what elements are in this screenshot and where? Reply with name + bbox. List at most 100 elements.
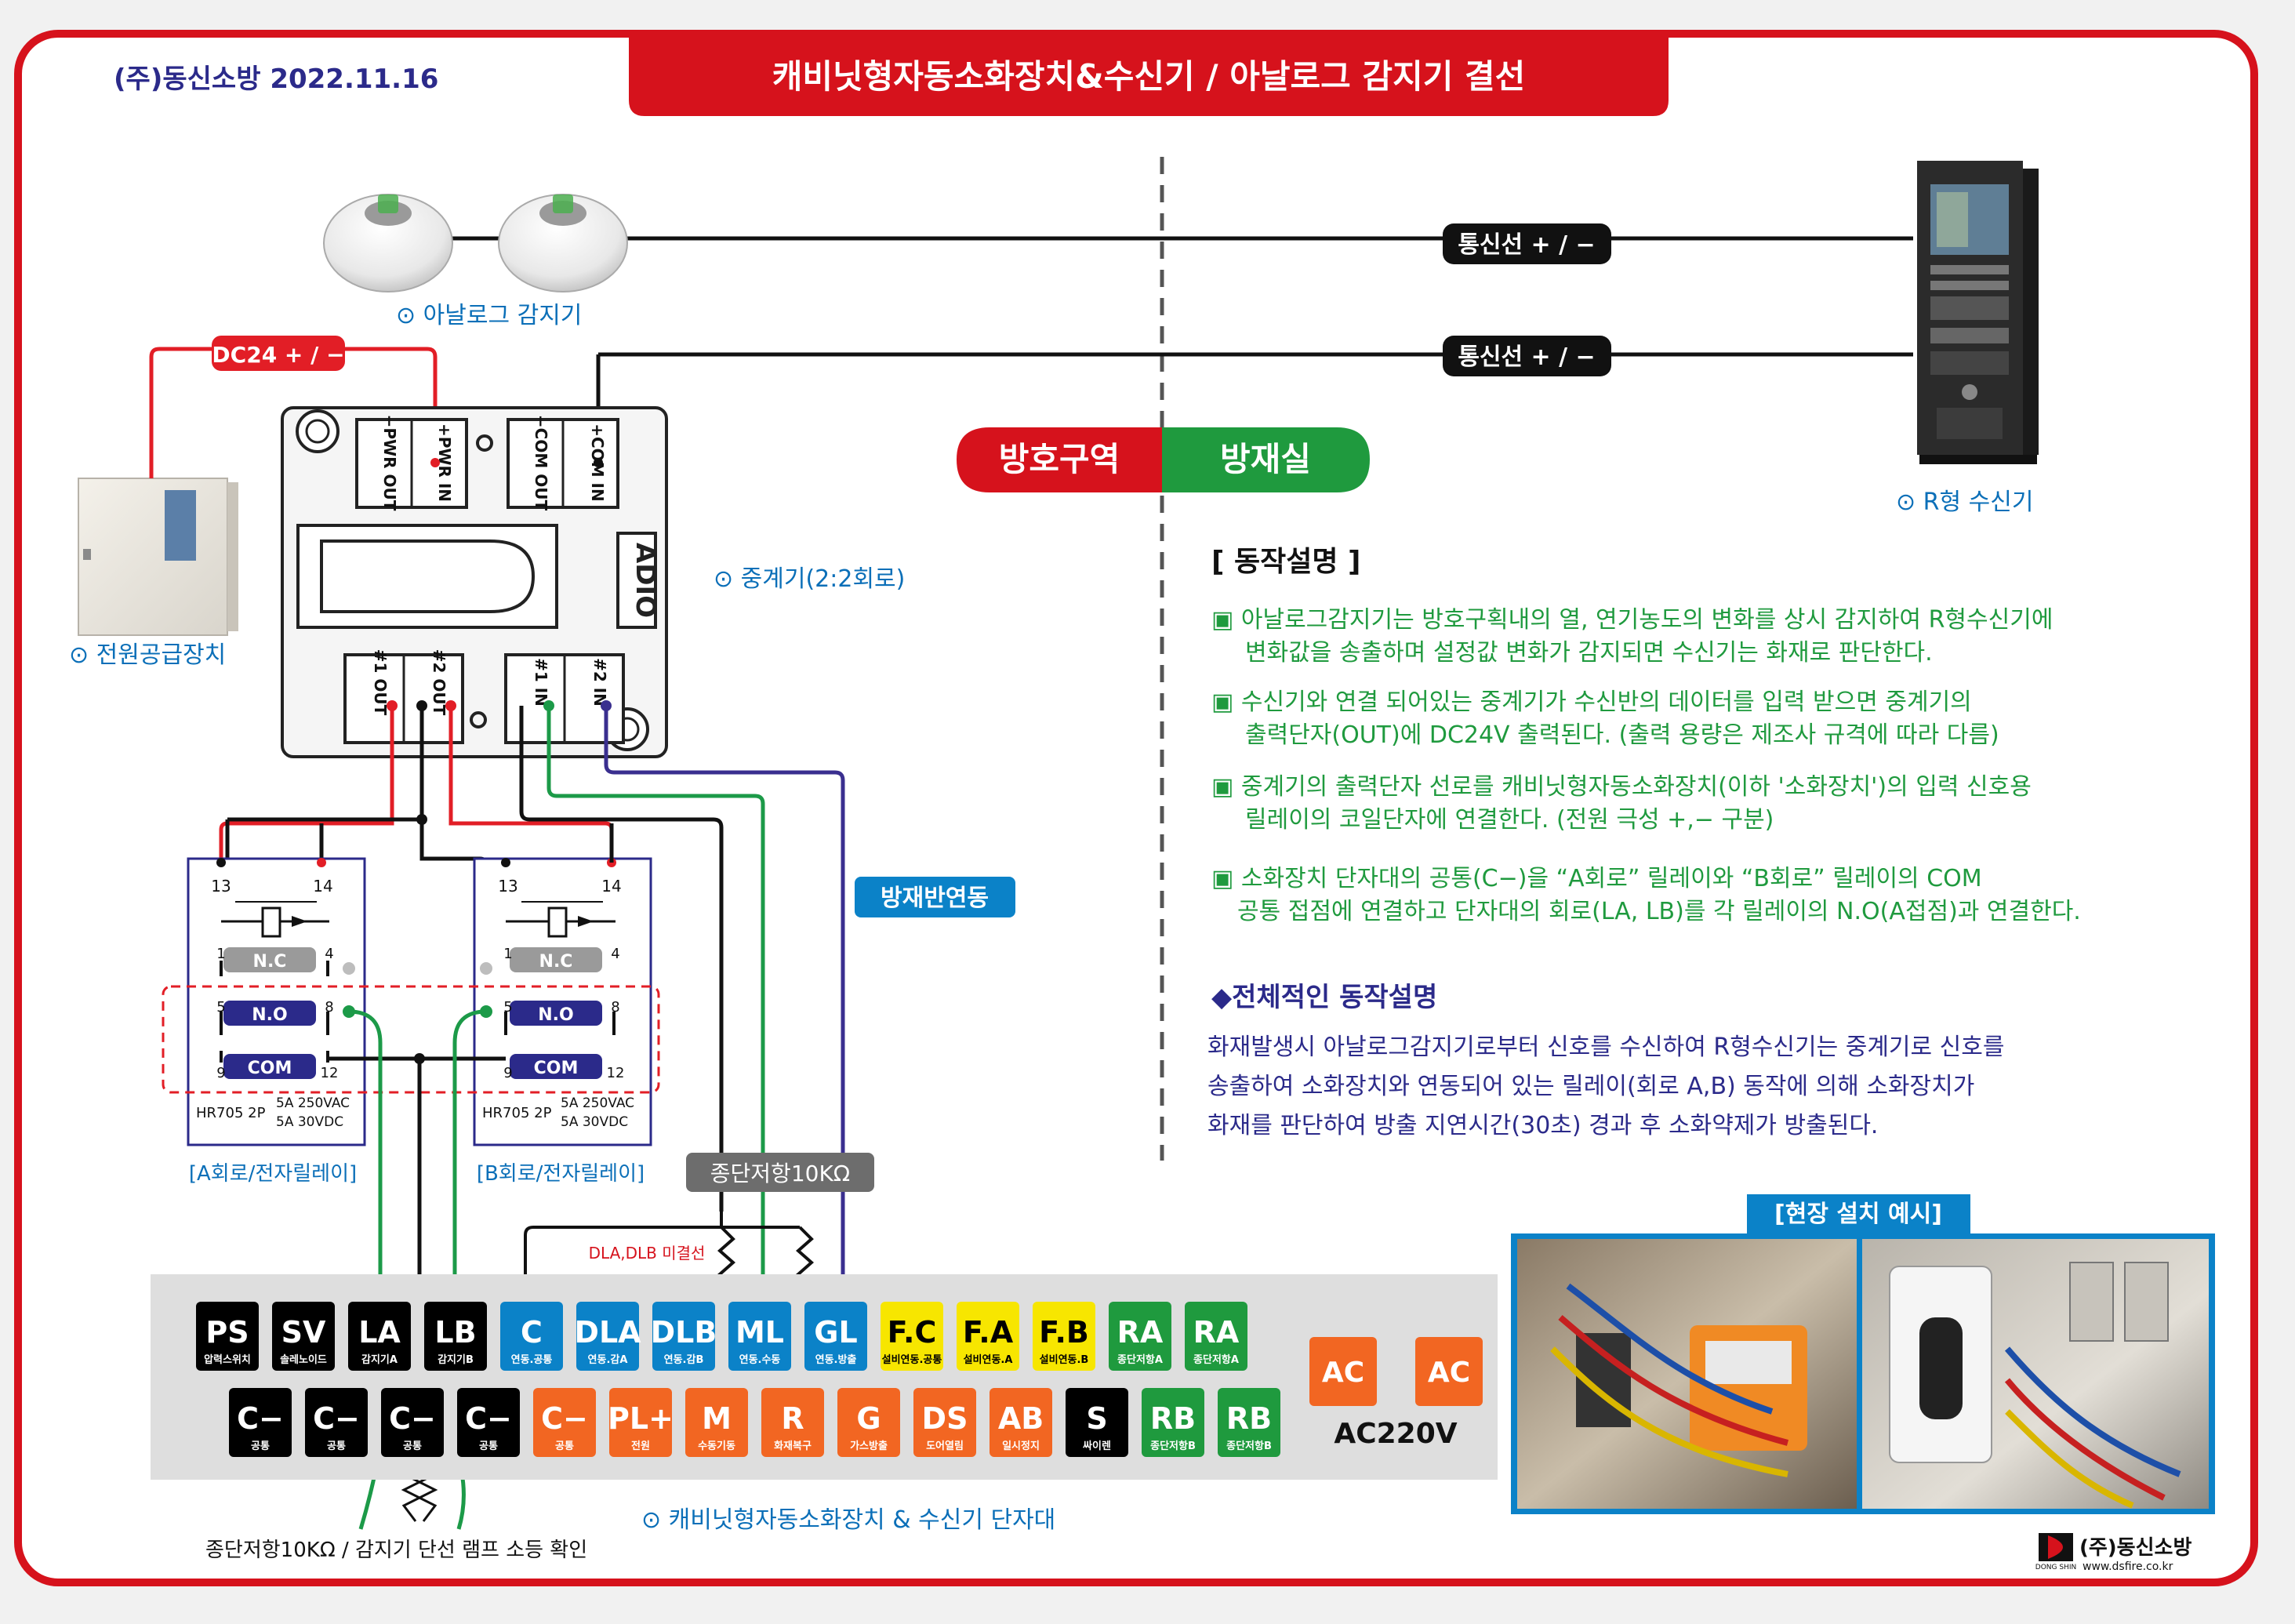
terminal-code: PS — [205, 1315, 249, 1350]
comm-label-1-box — [1443, 223, 1611, 264]
relay-a-pin8: 8 — [325, 999, 333, 1015]
bottom-note: 종단저항10KΩ / 감지기 단선 램프 소등 확인 — [205, 1539, 587, 1562]
relay-b-coil-wires — [503, 823, 614, 863]
relay-a-model: HR705 2P — [196, 1105, 266, 1121]
relay-b-com: COM — [534, 1059, 579, 1078]
terminal-com-out: −COM OUT — [532, 415, 550, 511]
terminal-block-label: ⊙ 캐비닛형자동소화장치 & 수신기 단자대 — [641, 1506, 1055, 1534]
company-date: (주)동신소방 2022.11.16 — [114, 64, 438, 95]
relay-a-rating2: 5A 30VDC — [276, 1114, 343, 1130]
terminal-code: DS — [922, 1401, 968, 1436]
analog-detector-1 — [323, 194, 453, 292]
terminal-c-row2: C−공통 — [457, 1388, 520, 1457]
terminal-box — [1218, 1388, 1280, 1457]
description-bullets: ▣ 아날로그감지기는 방호구획내의 열, 연기농도의 변화를 상시 감지하여 R… — [1211, 606, 2081, 925]
terminal-code: LA — [358, 1315, 401, 1350]
relay-a-rating1: 5A 250VAC — [276, 1095, 350, 1111]
terminal-code: R — [781, 1401, 804, 1436]
relay-a-no: N.O — [252, 1005, 287, 1025]
site-photo-1 — [1517, 1239, 1857, 1509]
description-heading: [ 동작설명 ] — [1211, 546, 1360, 578]
relay-b-rating2: 5A 30VDC — [561, 1114, 628, 1130]
receiver-label: ⊙ R형 수신기 — [1896, 489, 2033, 516]
terminal-code: C− — [313, 1401, 360, 1436]
relay-b-caption: [B회로/전자릴레이] — [477, 1162, 645, 1186]
disaster-link-box — [855, 877, 1015, 917]
terminal-sub: 수동기동 — [698, 1441, 735, 1452]
relay-a-com: COM — [248, 1059, 292, 1078]
analog-detector-2 — [498, 194, 628, 292]
terminal-code: RA — [1193, 1315, 1240, 1350]
terminal-sub: 공통 — [327, 1441, 346, 1452]
terminal-box — [424, 1302, 487, 1371]
terminal-box — [609, 1388, 672, 1457]
terminal-sub: 공통 — [251, 1441, 270, 1452]
relay-a-pin12: 12 — [321, 1065, 339, 1081]
terminal-code: GL — [814, 1315, 857, 1350]
terminal-sub: 싸이렌 — [1083, 1440, 1111, 1452]
footer-url: www.dsfire.co.kr — [2083, 1560, 2173, 1573]
terminal-dlb-row1: DLB 연동.감B — [651, 1302, 717, 1371]
power-supply-label: ⊙ 전원공급장치 — [69, 641, 226, 669]
disaster-link-label: 방재반연동 — [881, 885, 989, 912]
terminal-box — [196, 1302, 259, 1371]
relay-b-nc: N.C — [539, 952, 573, 972]
terminal-code: LB — [434, 1315, 476, 1350]
r-type-receiver — [1917, 161, 2039, 464]
relay-a-pin9: 9 — [216, 1065, 225, 1081]
relay-b-rating1: 5A 250VAC — [561, 1095, 634, 1111]
terminal-in-2: #2 IN — [590, 658, 609, 707]
ac-terminal-box — [1309, 1337, 1377, 1406]
terminal-box — [229, 1388, 292, 1457]
terminal-sub: 연동.공통 — [511, 1354, 553, 1366]
terminal-sub: 종단저항B — [1226, 1440, 1272, 1452]
bullet-4-line-1: ▣ 소화장치 단자대의 공통(C−)을 “A회로” 릴레이와 “B회로” 릴레이… — [1211, 865, 1982, 892]
site-photo-2 — [1862, 1239, 2209, 1509]
terminal-code: AB — [998, 1401, 1044, 1436]
ac-terminal-code: AC — [1428, 1357, 1470, 1389]
ac-terminal-box — [1415, 1337, 1483, 1406]
terminal-in-1: #1 IN — [532, 658, 550, 707]
terminal-box — [272, 1302, 335, 1371]
terminal-c-row2: C− 공통 — [305, 1388, 368, 1457]
bullet-2-line-2: 출력단자(OUT)에 DC24V 출력된다. (출력 용량은 제조사 규격에 따… — [1245, 721, 1999, 749]
terminal-box — [837, 1388, 900, 1457]
terminal-sub: 전원 — [631, 1440, 650, 1452]
relay-a-coil-wires — [225, 819, 324, 863]
terminal-code: PL+ — [608, 1401, 674, 1436]
terminal-ds-row2: DS 도어열림 — [913, 1388, 976, 1457]
relay-b-pin4: 4 — [611, 946, 619, 962]
bullet-4-line-2: 공통 접점에 연결하고 단자대의 회로(LA, LB)를 각 릴레이의 N.O(… — [1237, 898, 2081, 925]
relay-b-pin1: 1 — [503, 946, 512, 962]
terminal-code: F.C — [888, 1315, 937, 1350]
relay-b-pin9: 9 — [503, 1065, 512, 1081]
terminal-code: C− — [465, 1401, 512, 1436]
relay-a-pin13: 13 — [211, 877, 231, 896]
terminal-sub: 도어열림 — [926, 1440, 964, 1452]
terminal-code: M — [702, 1401, 732, 1436]
terminal-box — [652, 1302, 715, 1371]
bullet-2-line-1: ▣ 수신기와 연결 되어있는 중계기가 수신반의 데이터를 입력 받으면 중계기… — [1211, 688, 1972, 716]
terminal-code: DLB — [651, 1315, 717, 1350]
terminal-box — [1033, 1302, 1095, 1371]
terminal-code: RB — [1150, 1401, 1196, 1436]
bullet-1-line-1: ▣ 아날로그감지기는 방호구획내의 열, 연기농도의 변화를 상시 감지하여 R… — [1211, 606, 2053, 634]
terminal-code: ML — [735, 1315, 784, 1350]
terminal-box — [957, 1302, 1019, 1371]
relay-b-no: N.O — [538, 1005, 573, 1025]
terminal-box — [576, 1302, 639, 1371]
ac-terminal-1: AC — [1309, 1337, 1377, 1406]
terminal-box — [533, 1388, 596, 1457]
bullet-3-line-1: ▣ 중계기의 출력단자 선로를 캐비닛형자동소화장치(이하 '소화장치')의 입… — [1211, 773, 2032, 801]
analog-detector-label: ⊙ 아날로그 감지기 — [396, 302, 582, 329]
terminal-sub: 연동.감B — [664, 1354, 704, 1366]
